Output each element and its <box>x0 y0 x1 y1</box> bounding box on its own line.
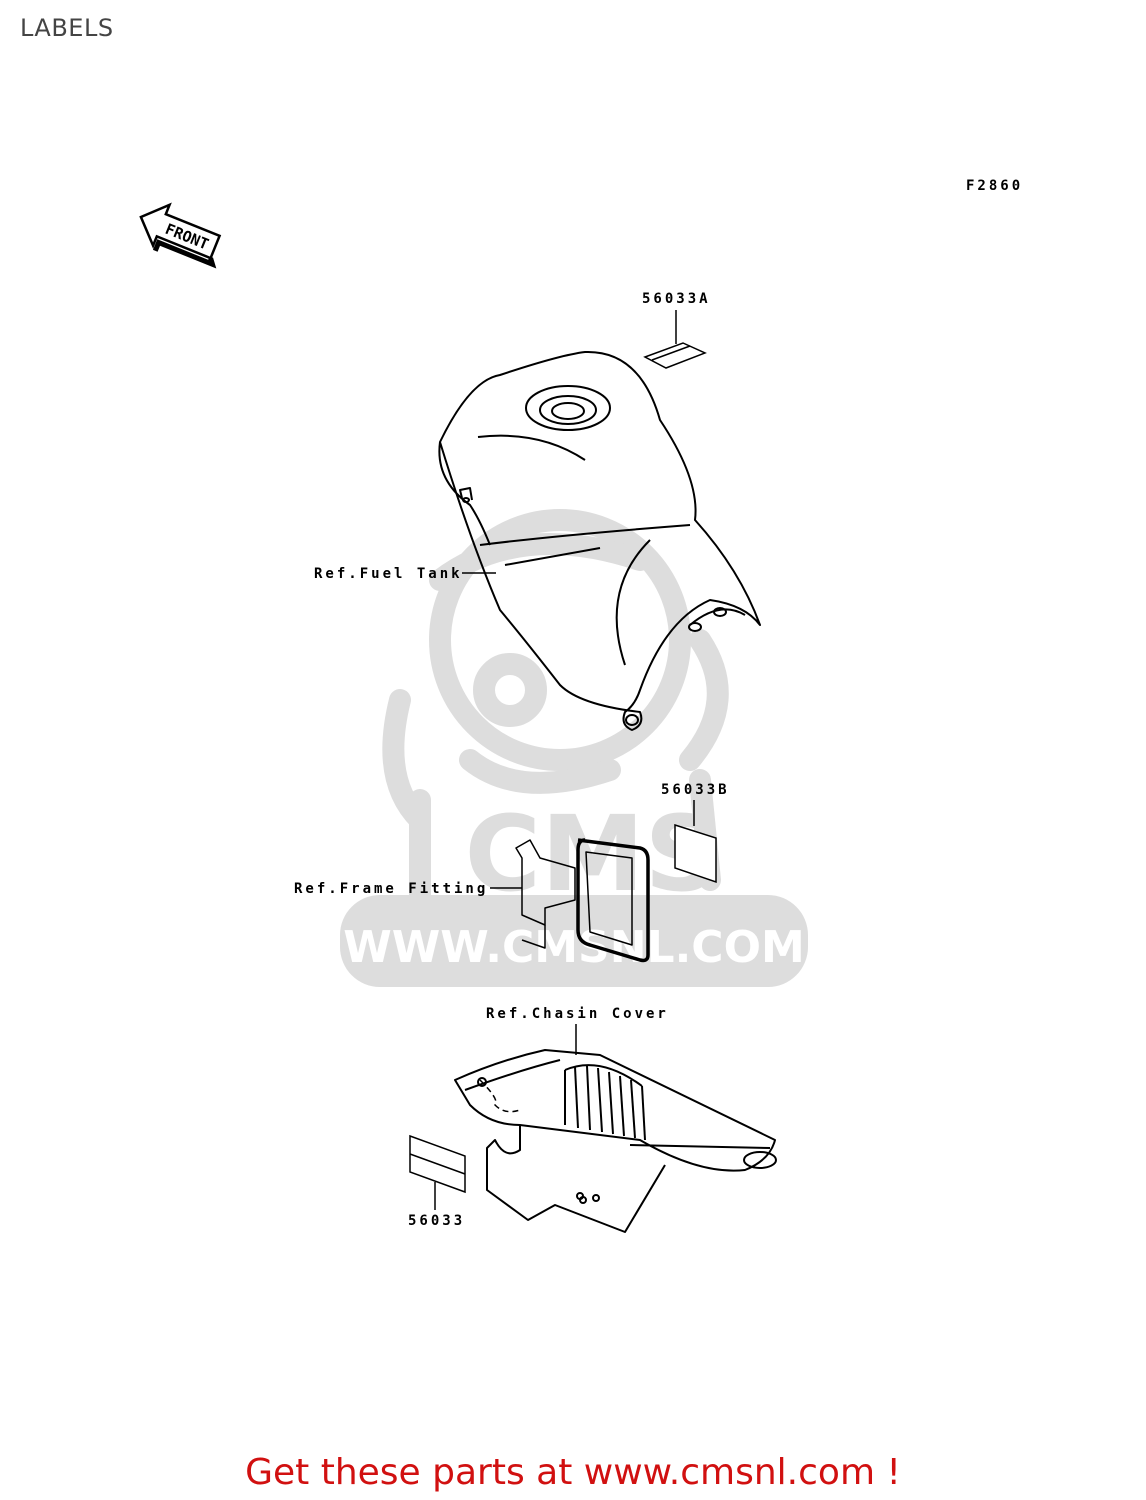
decal-56033 <box>409 1134 466 1194</box>
front-direction-arrow: FRONT <box>139 202 222 269</box>
callout-56033a: 56033A <box>642 291 711 307</box>
watermark-url: WWW.CMSNL.COM <box>343 922 805 973</box>
callout-56033b: 56033B <box>661 782 730 798</box>
frame-fitting-outline <box>515 838 650 963</box>
chasin-cover-outline <box>454 1049 777 1233</box>
cms-watermark <box>382 509 729 911</box>
fuel-tank-outline <box>438 350 761 731</box>
decal-56033b <box>674 823 717 884</box>
callout-ref-chasin-cover: Ref.Chasin Cover <box>486 1006 669 1022</box>
callout-ref-fuel-tank: Ref.Fuel Tank <box>314 566 463 582</box>
page-title: LABELS <box>20 14 114 42</box>
get-parts-link[interactable]: Get these parts at www.cmsnl.com ! <box>245 1452 901 1493</box>
figure-code: F2860 <box>966 178 1023 194</box>
callout-ref-frame-fitting: Ref.Frame Fitting <box>294 881 488 897</box>
cms-watermark-badge: WWW.CMSNL.COM CMS <box>340 793 808 987</box>
decal-56033a <box>643 342 707 369</box>
callout-56033: 56033 <box>408 1213 465 1229</box>
